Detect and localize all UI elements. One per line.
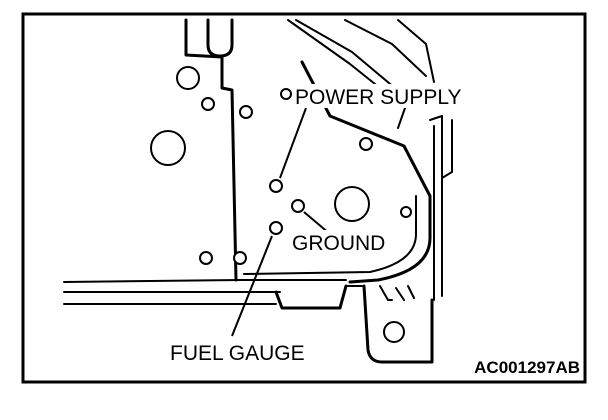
mount-hole <box>201 97 215 111</box>
tank-unit-drawing <box>63 18 453 364</box>
power-supply-label: POWER SUPPLY <box>295 86 461 109</box>
fuel-gauge-terminal <box>269 221 283 235</box>
mount-hole <box>280 88 292 100</box>
mount-hole <box>176 66 200 90</box>
power-supply-terminal <box>269 179 283 193</box>
ground-terminal <box>291 199 305 213</box>
mount-hole <box>400 206 412 218</box>
left-bracket <box>184 18 238 282</box>
mount-hole <box>359 137 373 151</box>
bracket-cutout <box>206 18 234 58</box>
mount-hole <box>383 321 405 343</box>
main-plate <box>300 60 432 284</box>
floor-rail <box>63 279 347 305</box>
figure-frame <box>21 12 587 384</box>
mount-hole <box>239 105 253 119</box>
fuel-gauge-leader <box>231 235 273 337</box>
mount-hole <box>334 186 370 222</box>
lower-bracket <box>274 284 434 364</box>
mount-hole <box>233 251 247 265</box>
mount-hole <box>150 130 186 166</box>
ground-label: GROUND <box>292 232 385 255</box>
power-supply-leader <box>279 107 307 179</box>
plate-inner-edge <box>243 195 417 275</box>
fuel-gauge-label: FUEL GAUGE <box>170 342 305 365</box>
figure-code: AC001297AB <box>474 358 580 377</box>
mount-hole <box>199 251 213 265</box>
vertical-tube <box>429 115 453 297</box>
